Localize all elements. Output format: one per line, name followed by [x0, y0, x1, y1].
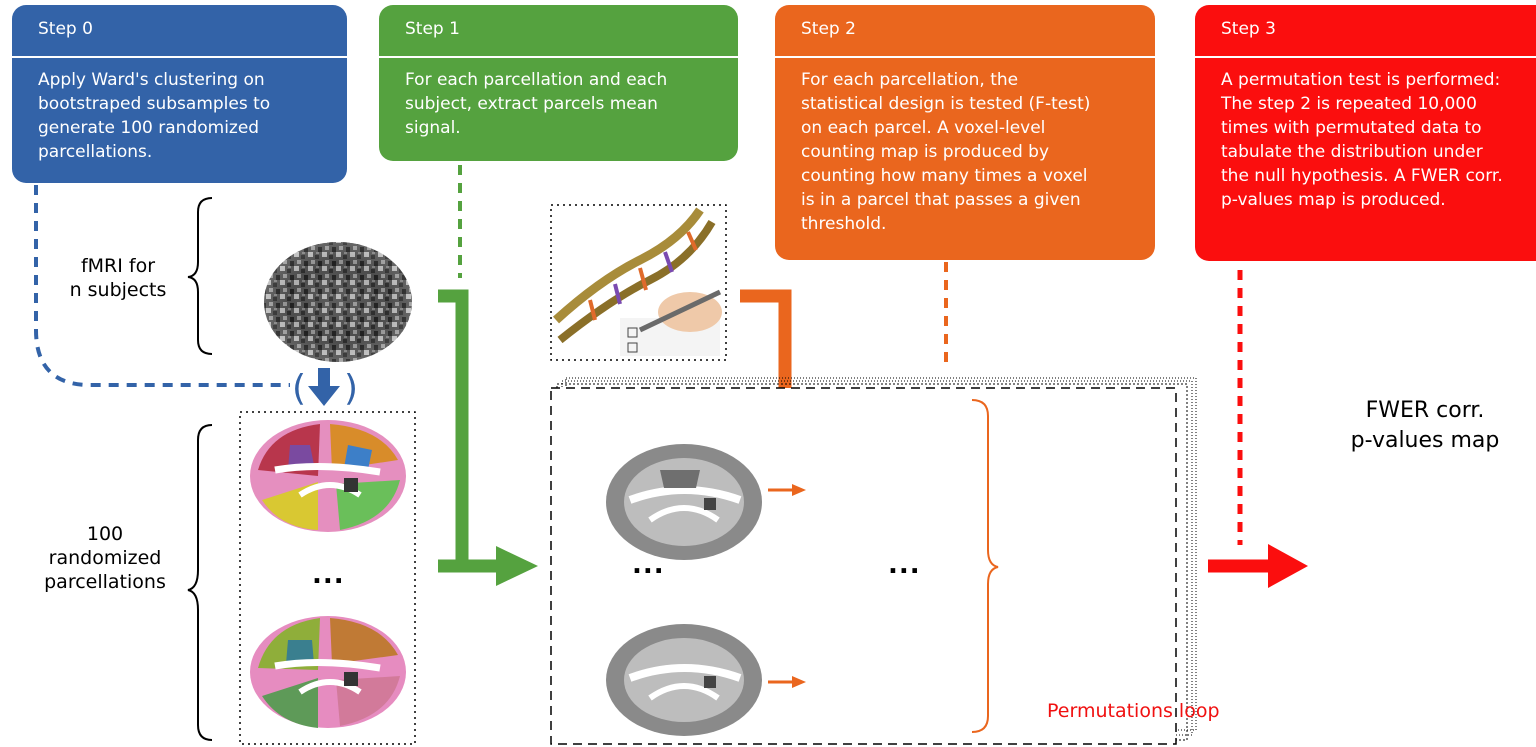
- ellipsis-middle: ...: [888, 550, 921, 580]
- step-1-divider: [379, 56, 738, 58]
- small-arrow-1-head: [792, 484, 806, 496]
- grey-brain-1: [606, 444, 762, 560]
- red-arrow-head: [1268, 544, 1308, 588]
- parcellation-brain-2: [250, 616, 406, 728]
- fmri-brace: [187, 197, 213, 355]
- grey-brain-2: [606, 624, 762, 736]
- step-3-title: Step 3: [1221, 19, 1276, 39]
- step-0-text: Apply Ward's clustering on bootstraped s…: [38, 70, 271, 162]
- step-3-divider: [1195, 56, 1536, 58]
- fmri-label: fMRI for n subjects: [69, 255, 167, 301]
- step-0-connector: [34, 185, 290, 387]
- parcellation-brain-1: [250, 420, 406, 532]
- step-1-box: Step 1 For each parcellation and each su…: [379, 5, 738, 161]
- step-0-box: Step 0 Apply Ward's clustering on bootst…: [12, 5, 347, 183]
- orange-brace: [971, 399, 999, 733]
- parcellations-label: 100 randomized parcellations: [44, 523, 166, 593]
- step-2-title: Step 2: [801, 19, 856, 39]
- step-3-text: A permutation test is performed: The ste…: [1221, 70, 1503, 210]
- dna-image: [552, 207, 722, 356]
- ellipsis-parcellations: ...: [312, 560, 345, 590]
- step-1-title: Step 1: [405, 19, 460, 39]
- step-3-box: Step 3 A permutation test is performed: …: [1195, 5, 1536, 261]
- down-arrow: [308, 368, 340, 406]
- step-1-arrow: [496, 546, 538, 586]
- step-2-divider: [775, 56, 1155, 58]
- paren-left: (: [292, 368, 306, 409]
- parcellations-brace: [187, 424, 213, 741]
- fwer-map-label: FWER corr. p-values map: [1350, 398, 1500, 453]
- step-0-title: Step 0: [38, 19, 93, 39]
- step-2-text: For each parcellation, the statistical d…: [801, 70, 1091, 234]
- paren-right: ): [344, 368, 358, 409]
- small-arrow-2-head: [792, 676, 806, 688]
- step-1-text: For each parcellation and each subject, …: [405, 70, 668, 138]
- step-2-box: Step 2 For each parcellation, the statis…: [775, 5, 1155, 260]
- step-0-divider: [12, 56, 347, 58]
- ellipsis-grey-brains: ...: [632, 550, 665, 580]
- parcellation-frame: [239, 411, 416, 745]
- permutations-loop-label: Permutations loop: [1047, 700, 1220, 722]
- step-1-bracket: [438, 289, 469, 566]
